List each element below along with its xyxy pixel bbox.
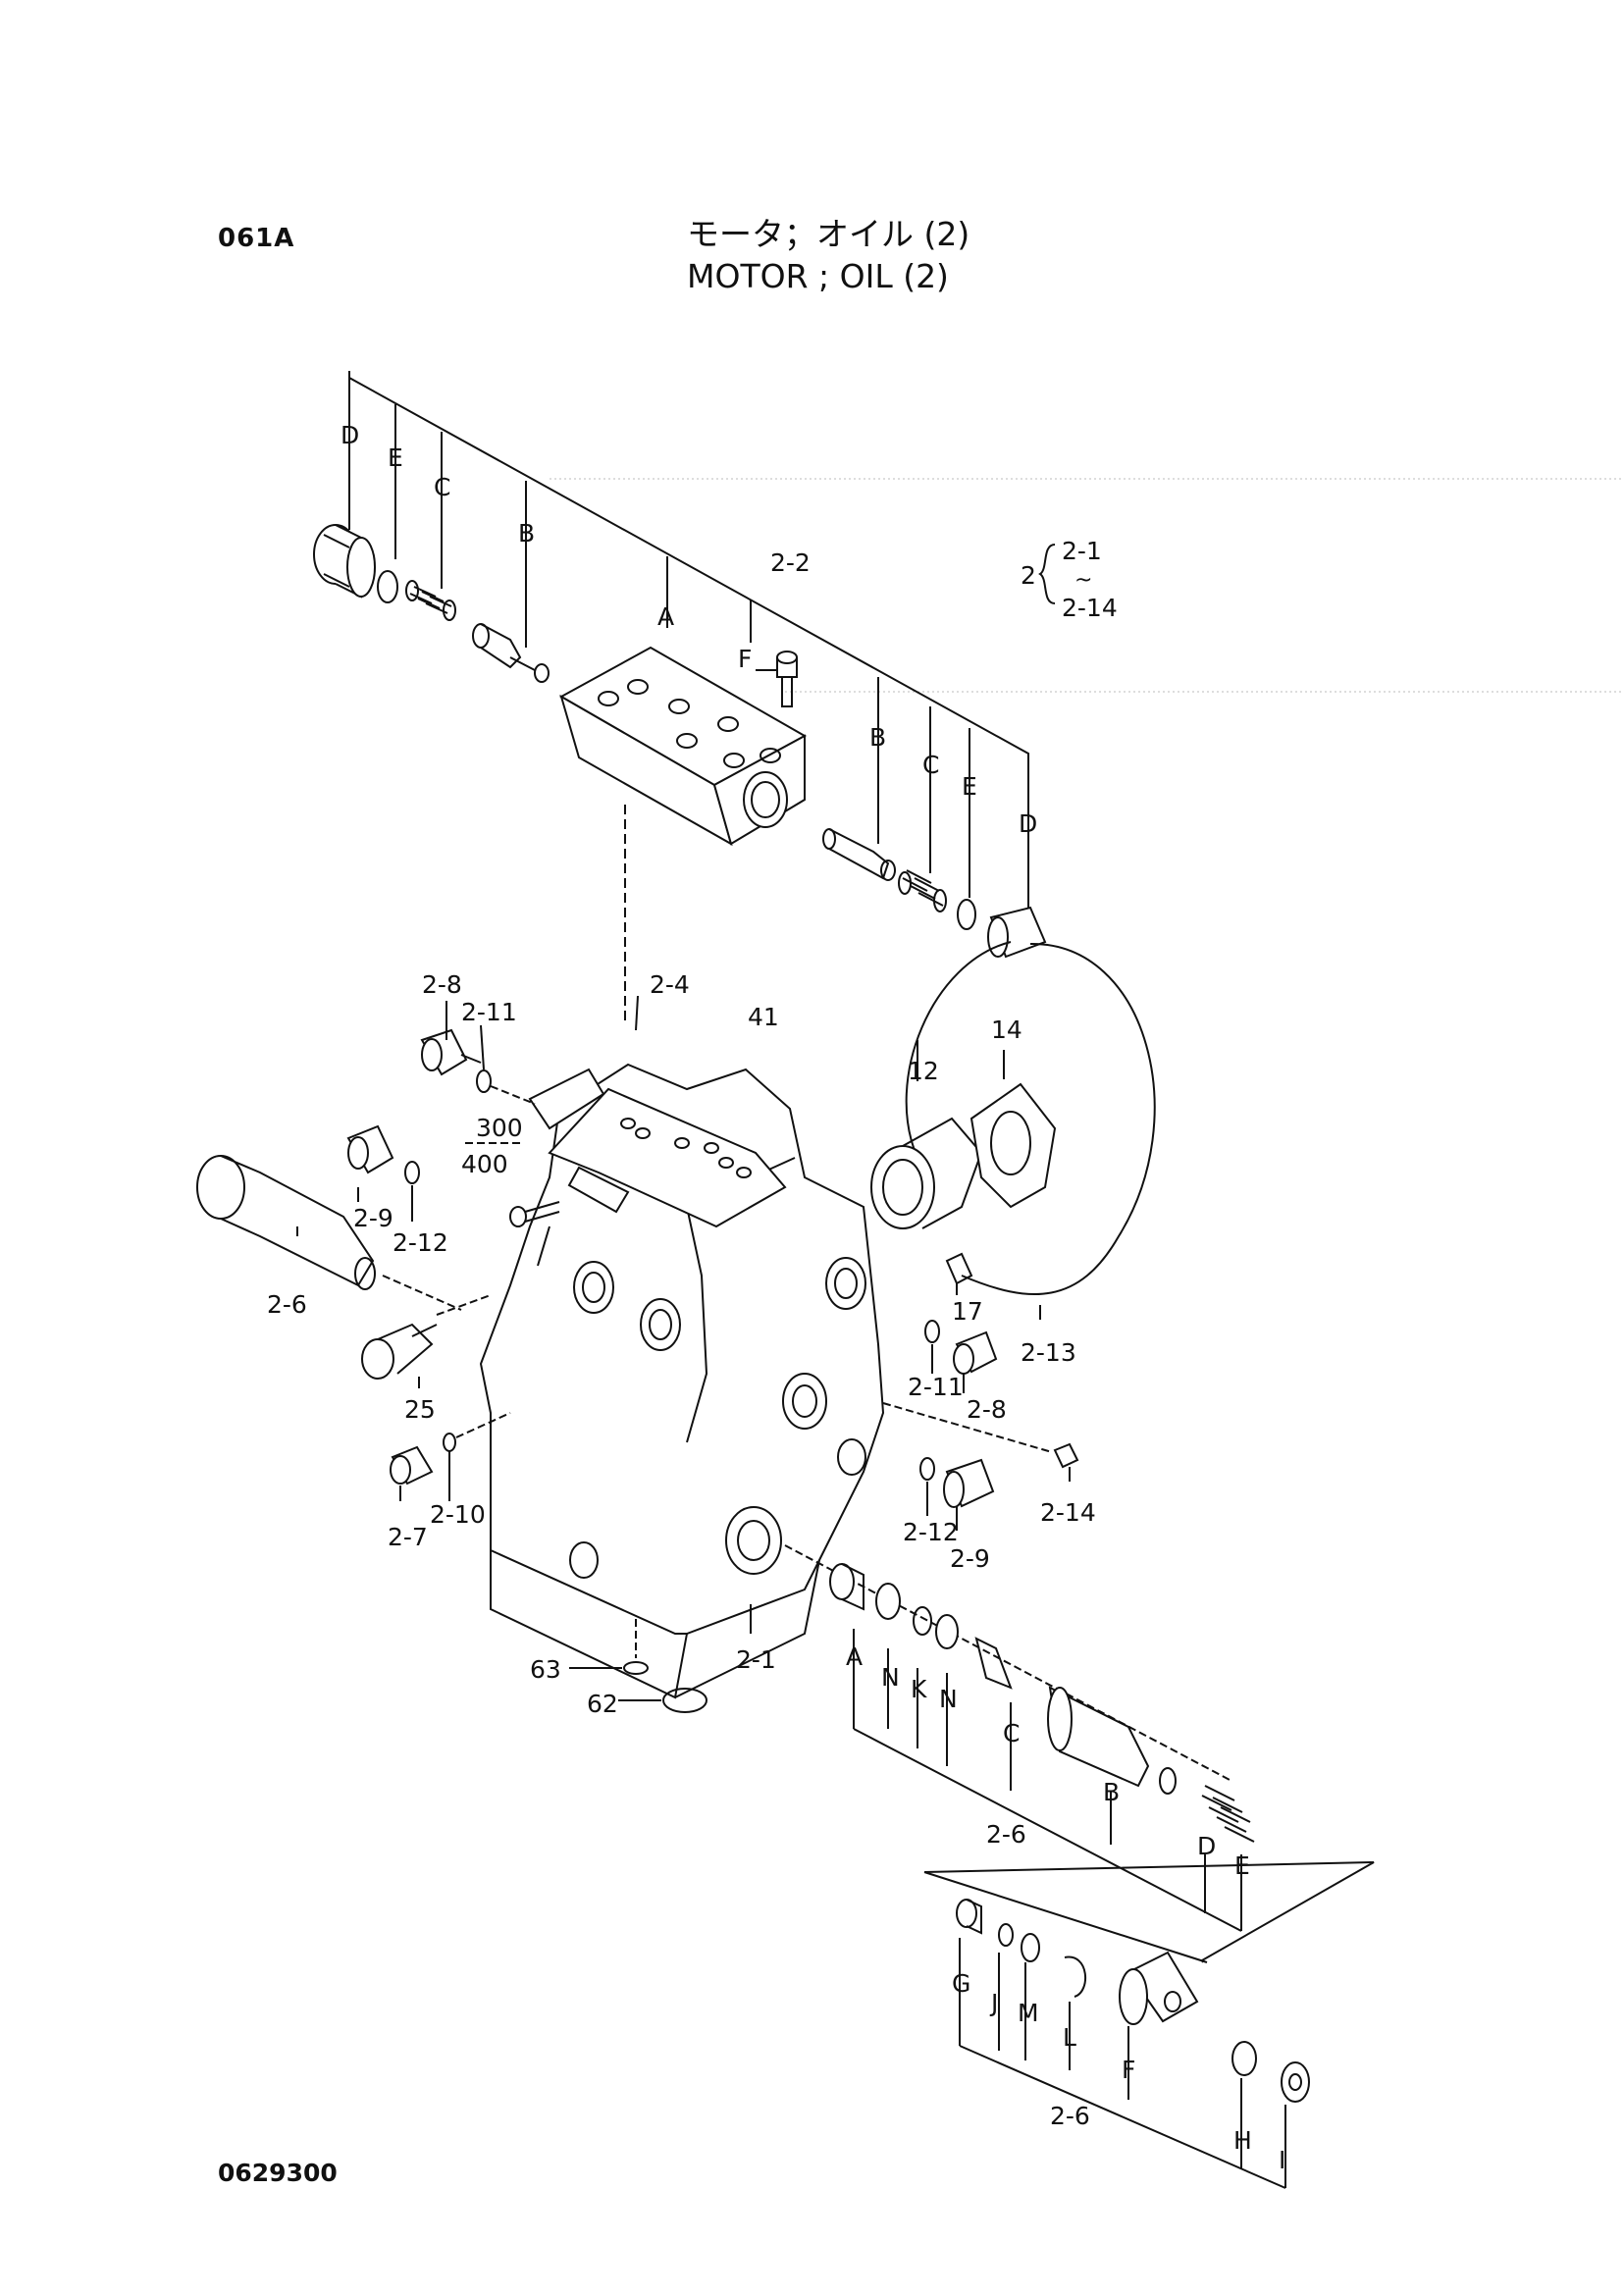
bolt-part-f	[756, 651, 798, 707]
o-ring-62	[662, 1688, 707, 1713]
label-2-14: 2-14	[1040, 1498, 1096, 1527]
label-lower-n2: N	[939, 1685, 958, 1713]
label-25: 25	[404, 1395, 436, 1424]
label-top-c-right: C	[922, 751, 939, 779]
plug-part-d-right	[987, 906, 1047, 959]
o-ring-63	[623, 1661, 649, 1675]
plug-2-9-left	[346, 1124, 394, 1174]
label-top-d: D	[341, 421, 359, 449]
o-ring-2-10	[443, 1433, 456, 1452]
seal-14	[969, 1082, 1057, 1209]
label-bottom-m: M	[1018, 1999, 1039, 2027]
label-top-b: B	[518, 519, 535, 547]
cartridge-2-6-left	[196, 1155, 462, 1311]
label-2-4: 2-4	[650, 970, 690, 999]
label-2-11-left: 2-11	[461, 998, 517, 1026]
leader-lines	[296, 995, 1071, 1634]
label-top-d-right: D	[1019, 809, 1037, 838]
leader-frame	[348, 371, 1029, 922]
label-lower-k: K	[911, 1675, 927, 1703]
label-lower-b: B	[1103, 1778, 1120, 1806]
bracket-to: 2-14	[1062, 594, 1118, 622]
label-2-8-left: 2-8	[422, 970, 462, 999]
plug-2-8-left	[420, 1028, 482, 1076]
o-ring-2-11-left	[476, 1069, 492, 1093]
label-14: 14	[991, 1016, 1022, 1044]
label-2-12-left: 2-12	[393, 1228, 448, 1257]
spring-part-c	[405, 580, 456, 621]
label-41: 41	[748, 1003, 779, 1031]
motor-body-casting	[461, 941, 1156, 1699]
label-top-e: E	[388, 443, 403, 472]
label-63: 63	[530, 1655, 561, 1684]
pin-17	[945, 1252, 973, 1285]
label-bottom-f: F	[1122, 2056, 1135, 2084]
title-english: MOTOR ; OIL (2)	[687, 257, 949, 295]
relief-valve-assembly-top	[313, 371, 1047, 1020]
label-top-b-right: B	[869, 723, 886, 752]
label-2-7: 2-7	[388, 1523, 428, 1551]
curly-bracket	[1038, 544, 1056, 604]
label-62: 62	[587, 1690, 618, 1718]
o-ring-part-e-right	[957, 899, 976, 930]
label-lower-a: A	[846, 1642, 863, 1671]
label-bottom-g: G	[952, 1969, 970, 1998]
label-top-f: F	[738, 645, 752, 673]
label-bottom-h: H	[1233, 2126, 1252, 2155]
label-300: 300	[476, 1114, 523, 1142]
bolt-400	[509, 1201, 560, 1227]
poppet-part-b	[472, 623, 550, 683]
valve-block-part-a	[558, 646, 808, 847]
label-2-13: 2-13	[1021, 1338, 1076, 1367]
label-top-c: C	[434, 473, 450, 501]
label-2-9-right: 2-9	[950, 1544, 990, 1573]
label-bottom-i: I	[1279, 2146, 1285, 2174]
bolt-25	[361, 1294, 492, 1380]
label-bottom-j: J	[989, 1989, 998, 2017]
label-lower-d: D	[1197, 1832, 1216, 1860]
label-lower-c: C	[1003, 1719, 1020, 1747]
label-2-11-right: 2-11	[908, 1373, 964, 1401]
title-japanese: モータ；オイル (2)	[687, 215, 970, 253]
plug-2-7	[390, 1445, 434, 1486]
bottom-parts-group	[923, 1861, 1375, 2189]
relief-valve-assembly-lower	[784, 1544, 1255, 1932]
label-2-12-right: 2-12	[903, 1518, 959, 1546]
page-code: 061A	[218, 224, 295, 253]
label-12: 12	[908, 1057, 939, 1085]
label-17: 17	[952, 1297, 983, 1326]
bearing-12	[870, 1117, 983, 1229]
label-lower-assy: 2-6	[986, 1820, 1026, 1849]
plug-2-8-right	[953, 1330, 998, 1375]
bracket-parent: 2	[1021, 561, 1036, 590]
label-2-10: 2-10	[430, 1500, 486, 1529]
label-400: 400	[461, 1150, 508, 1178]
o-ring-part-e	[377, 570, 398, 603]
o-ring-2-11-right	[924, 1320, 940, 1343]
label-lower-n1: N	[881, 1663, 900, 1692]
label-2-6-left: 2-6	[267, 1290, 307, 1319]
label-2-1: 2-1	[736, 1645, 776, 1674]
name-plate-300	[567, 1166, 630, 1214]
label-2-8-right: 2-8	[967, 1395, 1007, 1424]
o-ring-2-12-right	[919, 1457, 935, 1481]
poppet-part-b-right	[822, 828, 896, 881]
plug-part-d	[313, 524, 376, 599]
label-2-9-left: 2-9	[353, 1204, 393, 1232]
label-lower-e: E	[1234, 1851, 1250, 1880]
plug-2-9-right	[943, 1458, 995, 1508]
label-bottom-assy: 2-6	[1050, 2102, 1090, 2130]
o-ring-large-2-13	[961, 942, 1156, 1296]
drawing-number: 0629300	[218, 2159, 338, 2187]
label-bottom-l: L	[1063, 2023, 1076, 2052]
label-top-e-right: E	[962, 772, 977, 801]
label-top-a: A	[657, 602, 674, 631]
plug-2-14	[882, 1402, 1079, 1469]
spring-part-c-right	[898, 869, 947, 912]
label-top-assy: 2-2	[770, 548, 811, 577]
o-ring-2-12-left	[404, 1161, 420, 1184]
bracket-tilde: ~	[1074, 568, 1092, 593]
bracket-from: 2-1	[1062, 537, 1102, 565]
